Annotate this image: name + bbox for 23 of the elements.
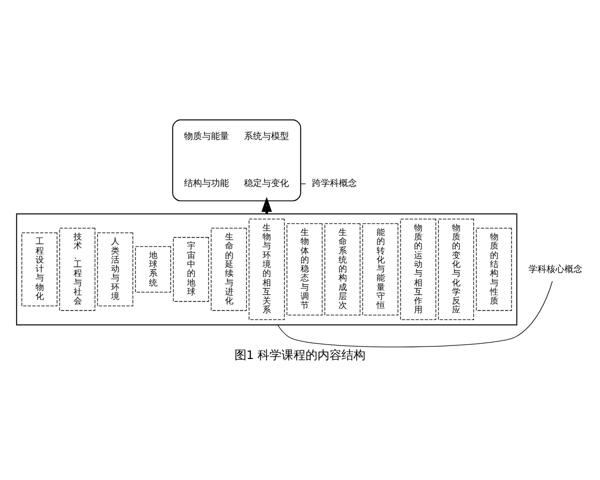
- node-box: 技术、工程与社会: [59, 228, 96, 311]
- node-text: 跨学科概念: [312, 179, 358, 190]
- diagram-title: 图1 科学课程的内容结构: [234, 348, 366, 362]
- node-box: 物质的运动与相互作用: [400, 218, 436, 320]
- connector: [277, 280, 553, 348]
- cluster: [16, 213, 518, 326]
- node-text: 结构与功能: [184, 179, 230, 190]
- node-box: 生命系统的构成层次: [324, 223, 360, 316]
- node-box: 宇宙中的地球: [173, 237, 209, 302]
- node-text: 学科核心概念: [528, 264, 582, 275]
- node-text: 稳定与变化: [244, 179, 290, 190]
- node-box: 人类活动与环境: [97, 232, 134, 306]
- node-box: 生命的延续与进化: [210, 228, 247, 311]
- node-box: 物质的变化与化学反应: [438, 218, 474, 320]
- cluster: [172, 119, 302, 202]
- node-box: 工程设计与物化: [22, 232, 58, 306]
- node-box: 地球系统: [135, 246, 172, 293]
- node-box: 生物体的稳态与调节: [286, 223, 323, 316]
- node-text: 物质与能量: [184, 132, 230, 142]
- node-box: 物质的结构与性质: [476, 228, 512, 311]
- node-box: 生物与环境的相互关系: [248, 218, 285, 320]
- node-text: 系统与模型: [244, 132, 290, 142]
- node-box: 能的转化与能量守恒: [362, 223, 398, 316]
